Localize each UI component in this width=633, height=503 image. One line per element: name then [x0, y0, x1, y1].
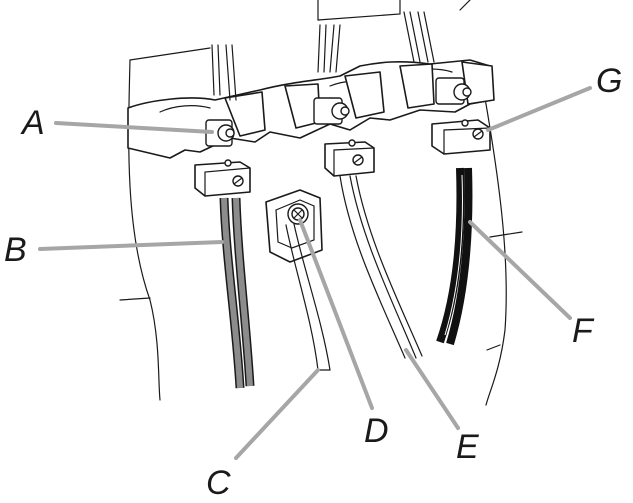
leader-a	[54, 121, 214, 134]
terminal-nut-center	[313, 97, 350, 125]
callout-leaders	[38, 86, 592, 460]
callout-f: F	[572, 312, 595, 350]
leader-f	[468, 220, 572, 320]
wire-f-black	[436, 167, 473, 346]
upper-wires	[211, 11, 435, 101]
leader-e	[404, 348, 460, 430]
callout-c: C	[206, 464, 231, 502]
callout-b: B	[4, 231, 27, 269]
terminal-nut-right	[435, 77, 472, 105]
wire-clamp-center	[324, 139, 375, 177]
wire-clamp-right	[431, 119, 491, 155]
callout-d: D	[364, 412, 389, 450]
wire-clamp-left	[194, 159, 251, 197]
leader-d	[298, 218, 374, 410]
leader-c	[234, 368, 320, 460]
callout-g: G	[596, 62, 622, 100]
leader-g	[486, 86, 592, 132]
callout-labels: A B C D E F G	[4, 62, 622, 502]
callout-a: A	[20, 104, 45, 142]
wire-b-gray	[219, 197, 255, 389]
callout-e: E	[456, 428, 479, 466]
wire-e-white	[339, 175, 423, 359]
leader-b	[38, 240, 224, 251]
